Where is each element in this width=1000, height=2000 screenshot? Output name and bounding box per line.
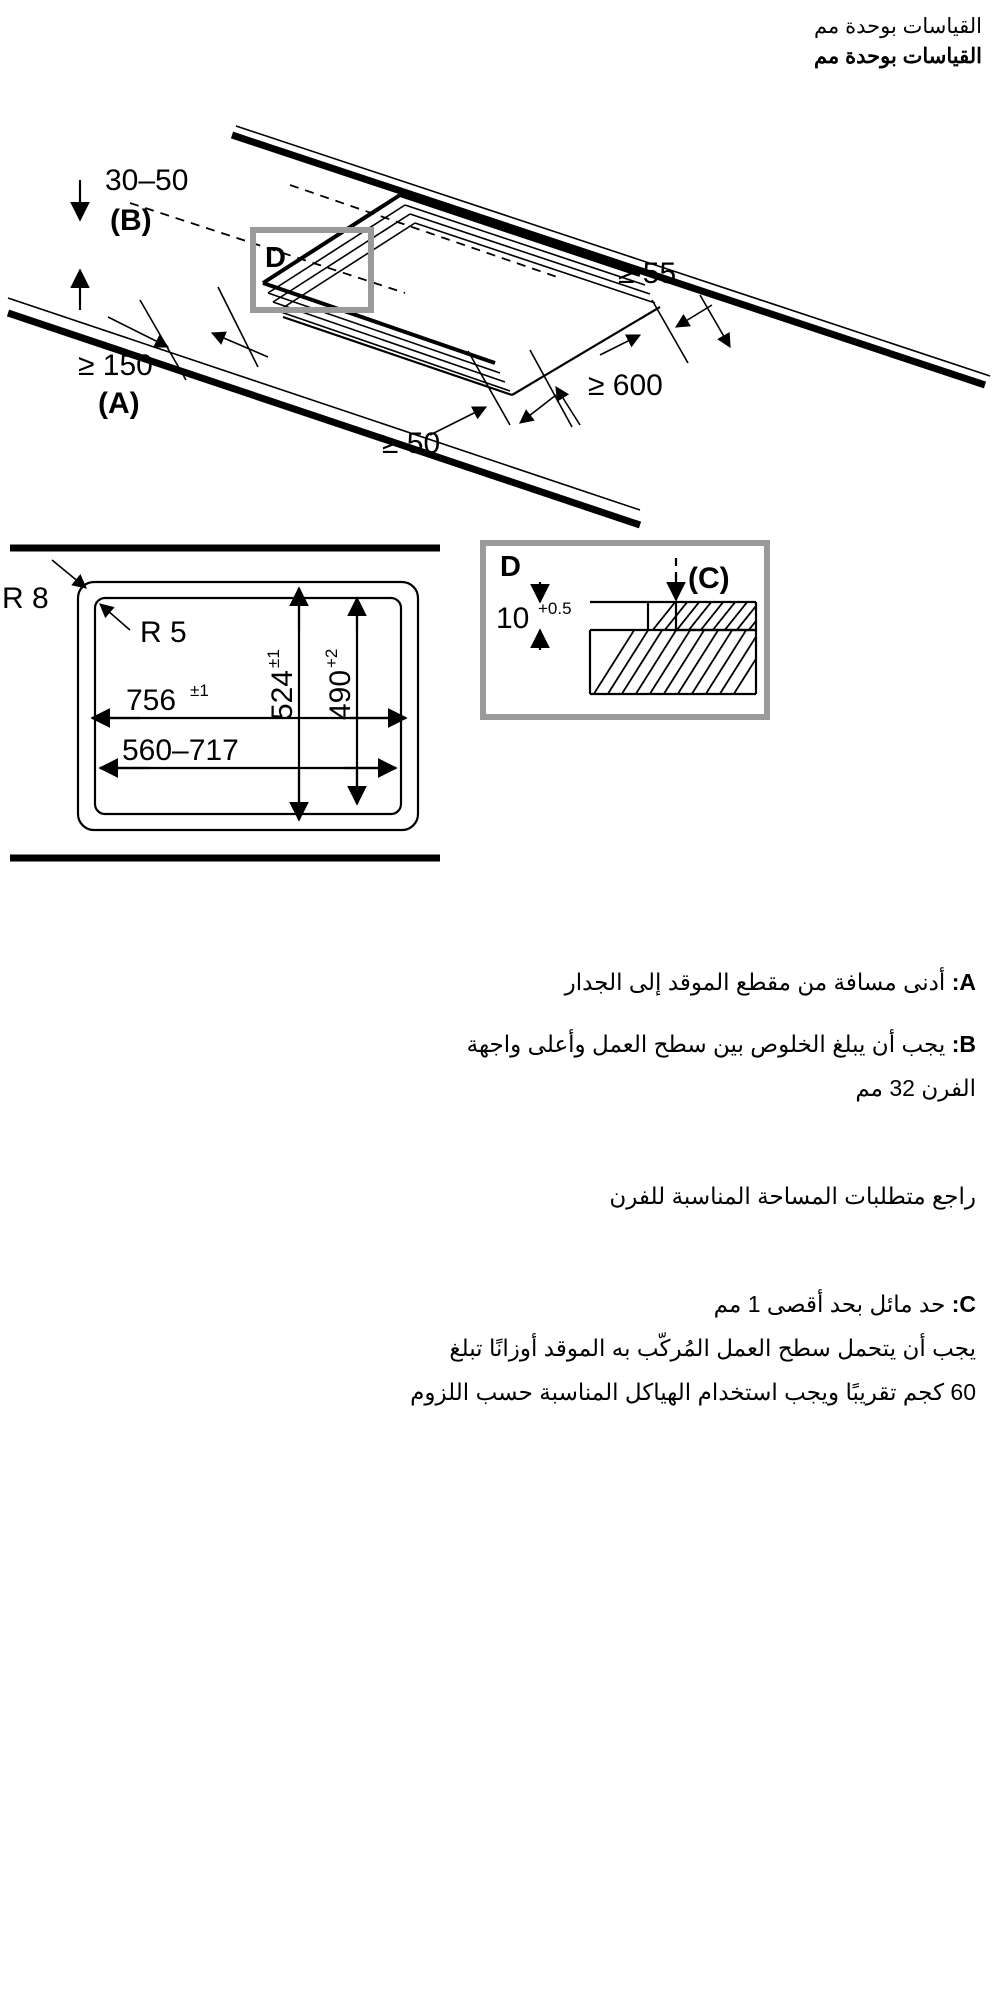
height-outer-value: 524: [266, 670, 299, 720]
width-outer-tol: ±1: [190, 681, 209, 700]
note-a-line-0: A: أدنى مسافة من مقطع الموقد إلى الجدار: [24, 960, 976, 1004]
dimension-b-value: 30–50: [105, 164, 188, 197]
note-spacer-2: [24, 1236, 976, 1282]
hatch-lower: [592, 630, 756, 694]
height-inner-tol: +2: [322, 649, 341, 668]
note-b-key: B:: [951, 1031, 976, 1057]
dimension-50-arrows: [429, 350, 557, 436]
detail-d-title: D: [500, 551, 521, 583]
note-b-text-1: الفرن 32 مم: [855, 1075, 976, 1101]
note-b: B: يجب أن يبلغ الخلوص بين سطح العمل وأعل…: [24, 1022, 976, 1110]
cutout-inner-rect: [93, 596, 403, 816]
cutout-plan-view: R 8 R 5 524 ±1 490: [0, 520, 470, 900]
note-c-text-2: 60 كجم تقريبًا ويجب استخدام الهياكل المن…: [410, 1379, 976, 1405]
height-inner-value: 490: [324, 670, 357, 720]
cooktop-cutout: [261, 193, 661, 397]
width-inner-value: 560–717: [122, 734, 239, 767]
note-c-key: C:: [951, 1291, 976, 1317]
worktop-front-edge: [6, 297, 642, 529]
radius-outer-leader: [51, 559, 87, 589]
detail-d-frame: [480, 540, 770, 720]
radius-inner-label: R 5: [140, 616, 187, 649]
height-outer-tol: ±1: [264, 649, 283, 668]
note-a-text-0: أدنى مسافة من مقطع الموقد إلى الجدار: [564, 969, 946, 995]
note-c-text-0: حد مائل بحد أقصى 1 مم: [713, 1291, 946, 1317]
note-b-line-0: B: يجب أن يبلغ الخلوص بين سطح العمل وأعل…: [24, 1022, 976, 1066]
dimension-a-value: ≥ 150: [78, 349, 153, 382]
cutout-outer-rect: [76, 580, 420, 832]
note-b-text-0: يجب أن يبلغ الخلوص بين سطح العمل وأعلى و…: [466, 1031, 946, 1057]
note-a: A: أدنى مسافة من مقطع الموقد إلى الجدار: [24, 960, 976, 1004]
note-c-line-0: C: حد مائل بحد أقصى 1 مم: [24, 1282, 976, 1326]
detail-c-label: (C): [688, 562, 730, 595]
detail-thickness-value: 10: [496, 602, 529, 635]
projection-guides: [129, 184, 561, 294]
note-c-text-1: يجب أن يتحمل سطح العمل المُركّب به الموق…: [449, 1335, 976, 1361]
isometric-view: D 30–50 (B) ≥ 150 (A) ≥: [0, 95, 1000, 529]
detail-d-callout-box: [250, 227, 374, 313]
dimension-55-value: ≥ 55: [618, 257, 676, 290]
detail-thickness-tol: +0.5: [538, 599, 572, 618]
note-a-key: A:: [951, 969, 976, 995]
worktop-back-edge: [230, 125, 991, 389]
radius-inner-leader: [99, 603, 131, 631]
dimension-600-arrows: [529, 294, 731, 428]
note-spacer: [24, 1128, 976, 1174]
header-line-regular: القياسات بوحدة مم: [814, 15, 982, 38]
detail-d-view: D (C): [480, 540, 770, 720]
dimension-600-value: ≥ 600: [588, 369, 663, 402]
dimension-a-arrows: [107, 286, 269, 381]
radius-outer-label: R 8: [2, 582, 49, 615]
width-outer-value: 756: [126, 684, 176, 717]
dimension-a-key: (A): [98, 387, 140, 420]
legend-notes: A: أدنى مسافة من مقطع الموقد إلى الجدار …: [0, 960, 1000, 1432]
hatch-upper: [651, 602, 756, 630]
header-line-bold: القياسات بوحدة مم: [814, 45, 982, 68]
note-oven-space: راجع متطلبات المساحة المناسبة للفرن: [24, 1174, 976, 1218]
dimension-b-key: (B): [110, 204, 152, 237]
note-oven-space-text: راجع متطلبات المساحة المناسبة للفرن: [609, 1183, 976, 1209]
page-header: القياسات بوحدة مم القياسات بوحدة مم: [0, 0, 1000, 72]
dimension-55-arrows: [599, 299, 713, 364]
detail-d-callout-label: D: [265, 242, 286, 274]
dimension-50-value: ≥ 50: [382, 427, 440, 460]
note-c: C: حد مائل بحد أقصى 1 مم يجب أن يتحمل سط…: [24, 1282, 976, 1414]
